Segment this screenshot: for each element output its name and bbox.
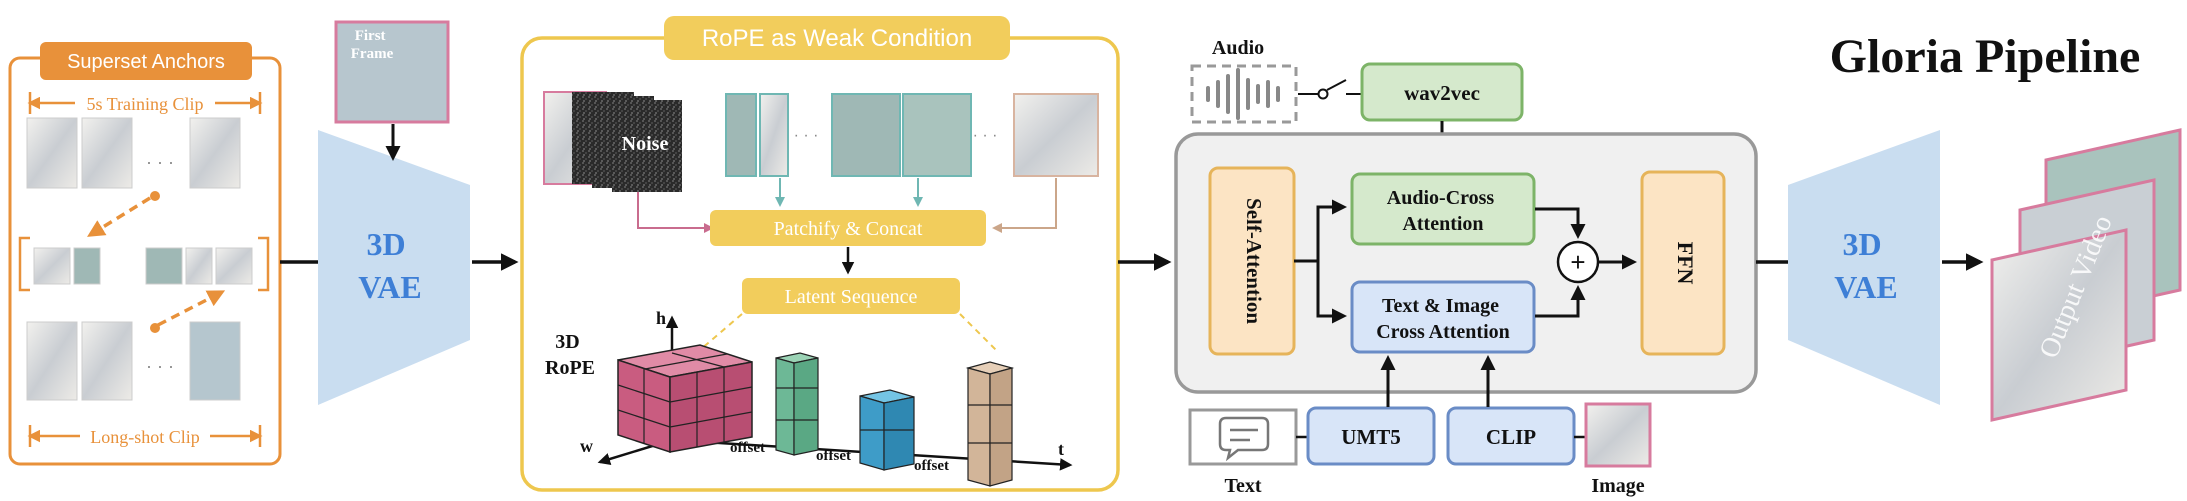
latent-sequence-label: Latent Sequence <box>785 286 918 308</box>
vae-encoder: 3D VAE <box>318 130 470 405</box>
anchor-thumbnails: · · · · · · <box>725 93 1099 177</box>
page-title: Gloria Pipeline <box>1830 30 2141 83</box>
axis-w-label: w <box>580 436 593 456</box>
latent-sequence-box <box>742 278 960 314</box>
patchify-label: Patchify & Concat <box>774 218 923 240</box>
text-image-cross-attention-box <box>1350 280 1536 354</box>
audio-input: Audio <box>1190 37 1362 124</box>
axis-t-label: t <box>1058 439 1064 459</box>
self-attention-label: Self-Attention <box>1242 198 1266 324</box>
first-frame-label: First Frame <box>351 28 394 62</box>
image-encoder: CLIP Image <box>1446 355 1652 497</box>
text-image-cross-attention-label: Text & Image Cross Attention <box>1376 295 1510 343</box>
thumb-ellipsis-2: · · · <box>973 127 998 144</box>
superset-anchors-header: Superset Anchors <box>67 51 225 73</box>
vae-decoder-line2: VAE <box>1834 269 1897 305</box>
rope-header: RoPE as Weak Condition <box>702 25 972 52</box>
dit-block: Self-Attention Audio-Cross Attention Tex… <box>1174 132 1758 394</box>
umt5-box <box>1306 406 1436 466</box>
training-clip-label: 5s Training Clip <box>86 94 203 114</box>
wav2vec-label: wav2vec <box>1404 81 1480 105</box>
text-encoder: Text UMT5 <box>1188 355 1436 497</box>
first-frame: First Frame <box>334 20 450 161</box>
add-operator-label: + <box>1570 247 1585 277</box>
latent-cube-anchor-1 <box>775 352 819 456</box>
audio-cross-attention-label: Audio-Cross Attention <box>1387 187 1499 235</box>
clip-label: CLIP <box>1486 425 1536 449</box>
noise-label: Noise <box>622 133 669 155</box>
vae-encoder-line1: 3D <box>366 226 405 262</box>
ffn-box <box>1640 170 1726 356</box>
rope-header-box <box>664 16 1010 60</box>
thumb-ellipsis-1: · · · <box>794 127 819 144</box>
offset-label-2: offset <box>816 448 851 464</box>
long-shot-ellipsis: · · · <box>146 356 174 376</box>
offset-label-3: offset <box>914 458 949 474</box>
ffn-label: FFN <box>1673 242 1698 285</box>
rope-panel: RoPE as Weak Condition Noise · · · · · ·… <box>520 16 1120 492</box>
vae-encoder-line2: VAE <box>358 269 421 305</box>
switch-icon <box>1317 88 1329 100</box>
axis-h-label: h <box>656 308 666 328</box>
latent-cube-last-frame <box>965 361 1015 487</box>
vae-decoder-line1: 3D <box>1842 226 1881 262</box>
vae-decoder: 3D VAE <box>1788 130 1940 405</box>
output-video: Output Video <box>1990 128 2182 422</box>
training-clip-frames: · · · <box>26 117 241 189</box>
latent-cube-anchor-2 <box>859 389 915 471</box>
training-ellipsis: · · · <box>146 152 174 172</box>
wav2vec-box <box>1360 62 1524 122</box>
long-shot-frames: · · · <box>26 321 241 401</box>
noise-stack: Noise <box>543 91 682 192</box>
audio-label: Audio <box>1212 37 1264 59</box>
superset-anchors-panel: Superset Anchors 5s Training Clip · · · <box>8 42 282 466</box>
long-shot-clip-label: Long-shot Clip <box>90 427 200 447</box>
image-input-thumbnail <box>1584 402 1652 468</box>
text-input-label: Text <box>1224 475 1261 497</box>
superset-anchors-header-box <box>40 42 252 80</box>
vae-decoder-label: 3D VAE <box>1834 226 1897 305</box>
chat-bubble-icon <box>1218 416 1270 462</box>
offset-label-1: offset <box>730 440 765 456</box>
anchor-sequence <box>18 191 270 333</box>
patchify-box <box>710 210 986 246</box>
audio-cross-attention-box <box>1350 172 1536 246</box>
image-input-label: Image <box>1591 475 1644 497</box>
umt5-label: UMT5 <box>1341 425 1401 449</box>
latent-cube-first-frame <box>617 344 753 454</box>
rope-3d-label: 3D RoPE <box>545 331 595 379</box>
vae-encoder-label: 3D VAE <box>358 226 421 305</box>
waveform-icon <box>1206 68 1280 120</box>
